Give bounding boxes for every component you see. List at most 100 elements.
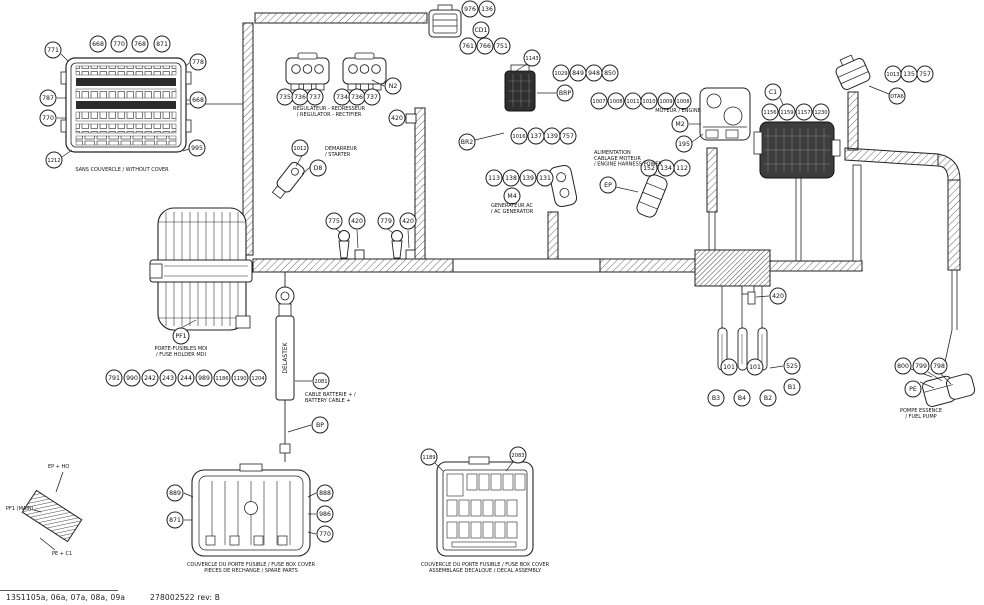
svg-text:751: 751 — [496, 43, 508, 50]
svg-text:134: 134 — [660, 165, 672, 172]
callout-871: 871 — [166, 511, 184, 529]
callout-737: 737 — [363, 88, 381, 106]
clamp-420-top — [405, 113, 417, 124]
callout-989: 989 — [195, 369, 213, 387]
callout-1010: 1010 — [640, 92, 658, 110]
callout-D8: D8 — [309, 159, 327, 177]
diagram-label: COUVERCLE DU PORTE FUSIBLE / FUSE BOX CO… — [187, 562, 316, 574]
labels-layer: SANS COUVERCLE / WITHOUT COVERREGULATEUR… — [6, 106, 942, 574]
callout-757: 757 — [559, 127, 577, 145]
diagnostic-connector — [428, 4, 462, 38]
svg-text:770: 770 — [42, 115, 54, 122]
ecm-connector-a — [504, 64, 536, 112]
svg-text:1008: 1008 — [676, 99, 689, 105]
svg-text:BP: BP — [316, 422, 324, 429]
callout-1011: 1011 — [624, 92, 642, 110]
svg-text:871: 871 — [169, 517, 181, 524]
svg-text:737: 737 — [309, 94, 321, 101]
callout-135: 135 — [900, 65, 918, 83]
fuel-sender-tubes — [717, 327, 768, 371]
callout-2083: 2083 — [509, 446, 527, 464]
callout-778: 778 — [189, 53, 207, 71]
svg-text:1011: 1011 — [626, 99, 639, 105]
callout-976: 976 — [461, 0, 479, 18]
svg-text:101: 101 — [723, 364, 735, 371]
svg-text:1012: 1012 — [293, 146, 306, 152]
part-number: 278002522 rev: B — [150, 593, 221, 602]
svg-text:668: 668 — [192, 97, 204, 104]
svg-text:791: 791 — [108, 375, 120, 382]
svg-text:BRP: BRP — [559, 90, 572, 97]
callout-B3: B3 — [707, 389, 725, 407]
regulator-connector-left — [285, 52, 330, 91]
callout-850: 850 — [601, 64, 619, 82]
callout-1156: 1156 — [761, 103, 779, 121]
fuel-pump-harness-connector — [835, 54, 871, 90]
callout-M2: M2 — [671, 115, 689, 133]
svg-text:2081: 2081 — [314, 379, 327, 385]
callout-770: 770 — [110, 35, 128, 53]
clamp-420-a — [354, 249, 365, 260]
svg-text:139: 139 — [546, 133, 558, 140]
callout-775: 775 — [325, 212, 343, 230]
svg-text:N2: N2 — [389, 83, 398, 90]
svg-text:888: 888 — [319, 490, 331, 497]
diagram-label: PE + C1 — [52, 551, 72, 557]
svg-text:1186: 1186 — [215, 376, 228, 382]
diagram-label: PF1 (MAIN) — [6, 506, 34, 512]
callout-243: 243 — [159, 369, 177, 387]
svg-text:242: 242 — [144, 375, 156, 382]
callout-771: 771 — [44, 41, 62, 59]
svg-text:1157: 1157 — [797, 110, 810, 116]
callout-736: 736 — [348, 88, 366, 106]
svg-text:976: 976 — [464, 6, 476, 13]
svg-text:243: 243 — [162, 375, 174, 382]
callout-1190: 1190 — [231, 369, 249, 387]
callout-PF1: PF1 — [172, 327, 190, 345]
callout-986: 986 — [316, 505, 334, 523]
svg-text:668: 668 — [92, 41, 104, 48]
svg-text:C1: C1 — [769, 89, 777, 96]
svg-text:768: 768 — [134, 41, 146, 48]
callout-101: 101 — [720, 358, 738, 376]
svg-text:138: 138 — [505, 175, 517, 182]
diagram-label: POMPE ESSENCE/ FUEL PUMP — [900, 408, 942, 420]
svg-text:770: 770 — [113, 41, 125, 48]
svg-text:244: 244 — [180, 375, 192, 382]
svg-text:1204: 1204 — [251, 376, 265, 382]
callout-990: 990 — [123, 369, 141, 387]
diagram-label: MOTEUR / ENGINE — [655, 108, 701, 114]
callout-139: 139 — [543, 127, 561, 145]
svg-text:2083: 2083 — [511, 453, 524, 459]
svg-text:989: 989 — [198, 375, 210, 382]
svg-text:1156: 1156 — [763, 110, 776, 116]
diagram-label: PORTE-FUSIBLES MDI/ FUSE HOLDER MDI — [154, 346, 207, 358]
callout-799: 799 — [912, 357, 930, 375]
callout-800: 800 — [894, 357, 912, 375]
svg-text:736: 736 — [294, 94, 306, 101]
callout-B4: B4 — [733, 389, 751, 407]
callout-BRP: BRP — [556, 84, 574, 102]
svg-text:137: 137 — [530, 133, 542, 140]
svg-text:766: 766 — [479, 43, 491, 50]
callout-787: 787 — [39, 89, 57, 107]
svg-text:1010: 1010 — [642, 99, 655, 105]
callout-137: 137 — [527, 127, 545, 145]
svg-text:B4: B4 — [738, 395, 746, 402]
callout-668: 668 — [89, 35, 107, 53]
callout-138: 138 — [502, 169, 520, 187]
callout-1157: 1157 — [795, 103, 813, 121]
svg-text:736: 736 — [351, 94, 363, 101]
svg-text:735: 735 — [279, 94, 291, 101]
svg-text:737: 737 — [366, 94, 378, 101]
svg-text:139: 139 — [522, 175, 534, 182]
svg-text:420: 420 — [391, 115, 403, 122]
diagram-label: DEMARREUR/ STARTER — [325, 146, 358, 158]
svg-text:131: 131 — [539, 175, 551, 182]
svg-text:775: 775 — [328, 218, 340, 225]
engine — [699, 87, 751, 141]
svg-text:1189: 1189 — [422, 455, 435, 461]
callout-112: 112 — [673, 159, 691, 177]
svg-text:734: 734 — [336, 94, 348, 101]
